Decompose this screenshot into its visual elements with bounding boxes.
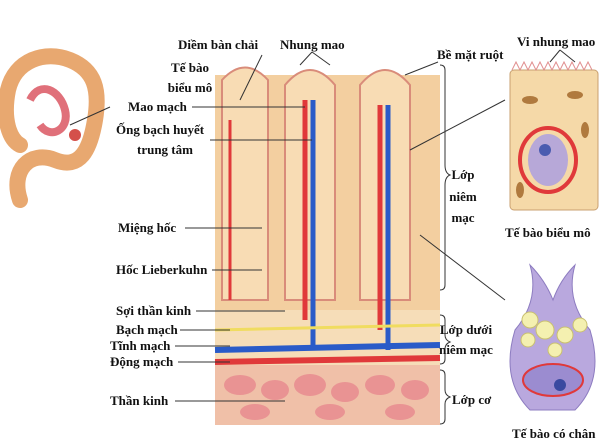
label-nerve: Thần kinh xyxy=(110,393,169,408)
epithelial-cell-illustration xyxy=(509,60,599,211)
label-mucosa-3: mạc xyxy=(451,210,475,225)
label-artery: Động mạch xyxy=(110,354,174,369)
label-epithelial-cell-1: Tế bào xyxy=(171,60,209,75)
label-nerve-fiber: Sợi thần kinh xyxy=(116,303,192,318)
label-lacteal-2: trung tâm xyxy=(137,142,193,157)
label-epithelial-cell-2: biểu mô xyxy=(167,80,213,95)
label-lacteal-1: Ống bạch huyết xyxy=(116,122,205,137)
label-submucosa-1: Lớp dưới xyxy=(439,322,493,337)
label-mucosa-2: niêm xyxy=(449,189,477,204)
label-muscle-layer: Lớp cơ xyxy=(452,392,492,407)
leader-lines xyxy=(69,49,576,425)
label-brush-border: Diềm bàn chải xyxy=(178,37,259,52)
label-villi: Nhung mao xyxy=(280,37,345,52)
label-vein: Tĩnh mạch xyxy=(110,338,171,353)
label-mucosa-1: Lớp xyxy=(451,167,475,182)
goblet-cell-illustration xyxy=(509,263,596,411)
label-intestinal-surface: Bề mặt ruột xyxy=(437,47,504,62)
colon-illustration xyxy=(0,48,105,208)
label-crypt-lieberkuhn: Hốc Lieberkuhn xyxy=(116,262,208,277)
caption-epithelial-cell: Tế bào biểu mô xyxy=(505,225,591,240)
label-lymph-vessel: Bạch mạch xyxy=(116,322,178,337)
villi-tissue-block xyxy=(214,66,441,425)
label-crypt-opening: Miệng hốc xyxy=(118,220,177,235)
label-microvilli: Vi nhung mao xyxy=(517,34,596,49)
label-capillary: Mao mạch xyxy=(128,99,187,114)
caption-goblet-cell: Tế bào có chân xyxy=(512,426,596,441)
label-submucosa-2: niêm mạc xyxy=(439,342,493,357)
